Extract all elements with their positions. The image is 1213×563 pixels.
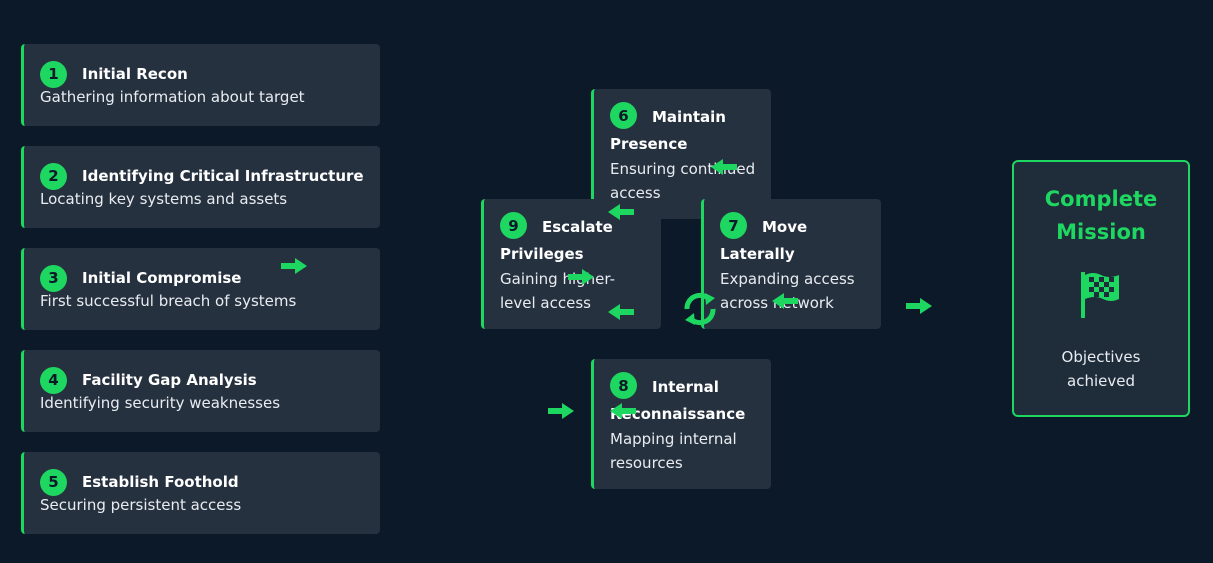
arrow-right-icon — [281, 258, 307, 274]
step-card-2: 2 Identifying Critical Infrastructure Loc… — [21, 146, 380, 228]
arrow-right-icon — [906, 298, 932, 314]
step-title: Maintain Presence — [610, 108, 726, 153]
step-card-5: 5 Establish Foothold Securing persistent … — [21, 452, 380, 534]
step-description: First successful breach of systems — [40, 292, 297, 310]
step-title: Initial Recon — [82, 65, 188, 83]
step-number-badge: 6 — [610, 102, 637, 129]
arrow-left-icon — [772, 293, 798, 309]
step-card-4: 4 Facility Gap Analysis Identifying secur… — [21, 350, 380, 432]
final-description: Objectives achieved — [1061, 348, 1141, 390]
step-number-badge: 2 — [40, 162, 67, 190]
step-title: Move Laterally — [720, 218, 808, 263]
arrow-left-icon — [608, 304, 634, 320]
step-title: Identifying Critical Infrastructure — [82, 167, 364, 185]
arrow-left-icon — [711, 159, 737, 175]
checkered-flag-icon — [1014, 269, 1188, 325]
step-card-1: 1 Initial Recon Gathering information abo… — [21, 44, 380, 126]
step-number-badge: 5 — [40, 468, 67, 496]
step-description: Gathering information about target — [40, 88, 305, 106]
step-number-badge: 7 — [720, 212, 747, 239]
step-number-badge: 1 — [40, 60, 67, 88]
step-description: Securing persistent access — [40, 496, 242, 514]
step-number-badge: 8 — [610, 372, 637, 399]
step-description: Locating key systems and assets — [40, 190, 288, 208]
step-title: Facility Gap Analysis — [82, 371, 257, 389]
step-description: Identifying security weaknesses — [40, 394, 281, 412]
step-number-badge: 9 — [500, 212, 527, 239]
arrow-right-icon — [548, 403, 574, 419]
step-description: Mapping internal resources — [610, 430, 737, 472]
step-number-badge: 3 — [40, 264, 67, 292]
arrow-left-icon — [608, 204, 634, 220]
final-title: Complete Mission — [1044, 187, 1158, 244]
step-card-3: 3 Initial Compromise First successful bre… — [21, 248, 380, 330]
arrow-right-icon — [568, 269, 594, 285]
step-title: Establish Foothold — [82, 473, 239, 491]
complete-mission-box: Complete Mission Objectives achieved — [1012, 160, 1190, 417]
cycle-refresh-icon — [684, 292, 716, 326]
arrow-up-icon — [610, 403, 636, 419]
step-title: Initial Compromise — [82, 269, 242, 287]
step-number-badge: 4 — [40, 366, 67, 394]
step-title: Escalate Privileges — [500, 218, 613, 263]
step-title: Internal Reconnaissance — [610, 378, 746, 423]
